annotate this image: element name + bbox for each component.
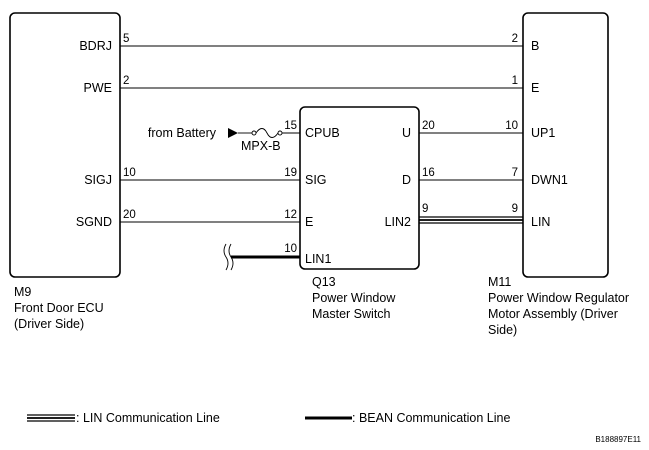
- q13-pin-lin1: 10: [284, 243, 297, 255]
- legend-lin-label: : LIN Communication Line: [76, 411, 220, 425]
- q13-terminal-lin1: LIN1: [305, 252, 331, 266]
- q13-pin-u: 20: [422, 120, 435, 132]
- m11-name-line1: Power Window Regulator: [488, 291, 629, 305]
- q13-name-line2: Master Switch: [312, 307, 391, 321]
- m9-terminal-sgnd: SGND: [76, 215, 112, 229]
- figure-code: B188897E11: [595, 435, 641, 444]
- m11-pin-lin: 9: [512, 203, 518, 215]
- m11-name-line2: Motor Assembly (Driver: [488, 307, 618, 321]
- q13-pin-cpub: 15: [284, 120, 297, 132]
- from-battery-label: from Battery: [148, 126, 217, 140]
- m9-pin-pwe: 2: [123, 75, 129, 87]
- m11-name-line3: Side): [488, 323, 517, 337]
- m9-pin-bdrj: 5: [123, 33, 129, 45]
- m11-terminal-up1: UP1: [531, 126, 555, 140]
- q13-terminal-sig: SIG: [305, 173, 327, 187]
- q13-terminal-d: D: [402, 173, 411, 187]
- q13-terminal-e: E: [305, 215, 313, 229]
- m9-pin-sgnd: 20: [123, 209, 136, 221]
- q13-terminal-cpub: CPUB: [305, 126, 340, 140]
- m9-terminal-sigj: SIGJ: [84, 173, 112, 187]
- m11-pin-e: 1: [512, 75, 518, 87]
- m9-name-line1: Front Door ECU: [14, 301, 104, 315]
- m9-name-line2: (Driver Side): [14, 317, 84, 331]
- m11-terminal-dwn1: DWN1: [531, 173, 568, 187]
- legend-bean-label: : BEAN Communication Line: [352, 411, 510, 425]
- m11-terminal-b: B: [531, 39, 539, 53]
- wire-break-icon: [223, 243, 234, 271]
- fuse-icon: [251, 128, 283, 138]
- m11-pin-up1: 10: [505, 120, 518, 132]
- m11-pin-dwn1: 7: [512, 167, 518, 179]
- legend-lin-swatch: [27, 414, 75, 422]
- m9-pin-sigj: 10: [123, 167, 136, 179]
- q13-terminal-u: U: [402, 126, 411, 140]
- battery-arrow-icon: [228, 128, 238, 138]
- q13-terminal-lin2: LIN2: [385, 215, 411, 229]
- lin-communication-wire: [419, 216, 523, 224]
- fuse-label: MPX-B: [241, 139, 281, 153]
- m11-terminal-lin: LIN: [531, 215, 550, 229]
- q13-switch-box: [299, 106, 420, 270]
- m9-terminal-pwe: PWE: [84, 81, 112, 95]
- q13-connector-code: Q13: [312, 275, 336, 289]
- m9-terminal-bdrj: BDRJ: [79, 39, 112, 53]
- m9-ecu-box: [9, 12, 121, 278]
- m9-connector-code: M9: [14, 285, 31, 299]
- q13-pin-e: 12: [284, 209, 297, 221]
- q13-name-line1: Power Window: [312, 291, 396, 305]
- q13-pin-sig: 19: [284, 167, 297, 179]
- q13-pin-lin2: 9: [422, 203, 428, 215]
- q13-pin-d: 16: [422, 167, 435, 179]
- m11-pin-b: 2: [512, 33, 518, 45]
- m11-terminal-e: E: [531, 81, 539, 95]
- m11-connector-code: M11: [488, 275, 511, 289]
- m11-motor-box: [522, 12, 609, 278]
